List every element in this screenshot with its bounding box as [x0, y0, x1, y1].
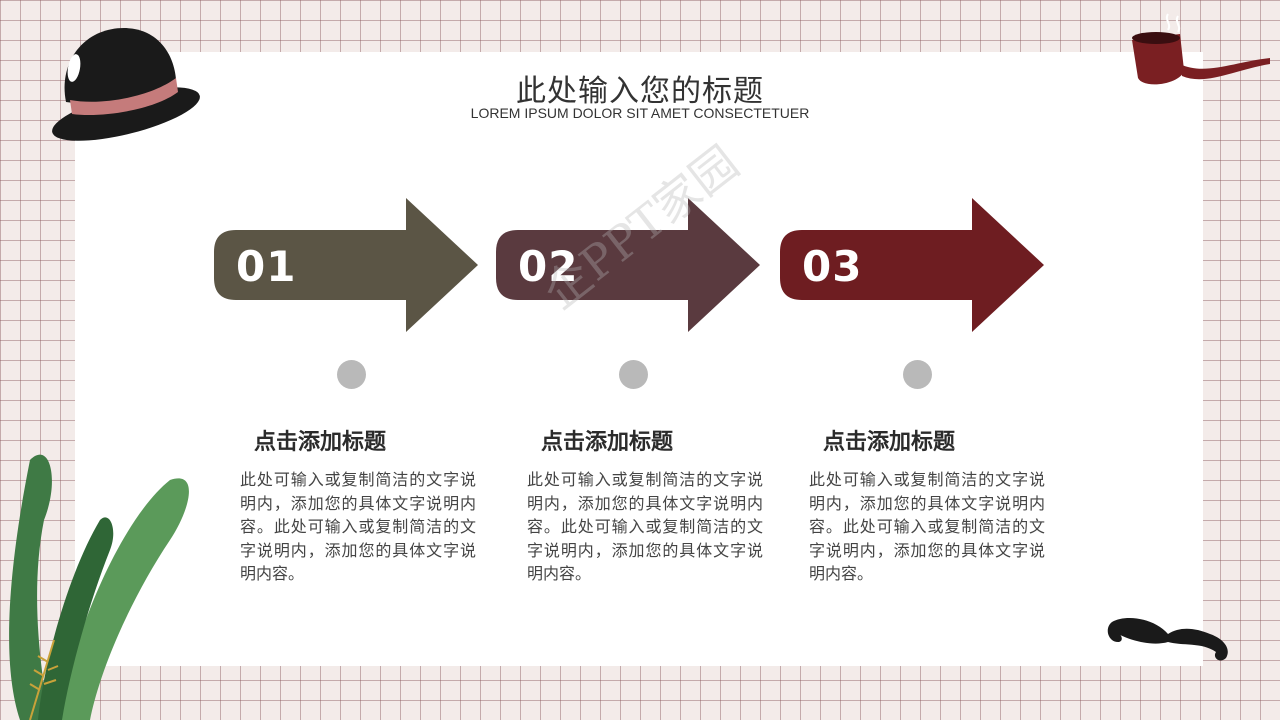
step-2-number: 02	[518, 242, 579, 291]
step-1-heading: 点击添加标题	[254, 430, 387, 455]
step-1-dot	[337, 360, 366, 389]
step-2-arrow: 02	[496, 198, 762, 332]
step-2-description: 此处可输入或复制简洁的文字说明内，添加您的具体文字说明内容。此处可输入或复制简洁…	[527, 470, 763, 583]
step-3-number: 03	[802, 242, 863, 291]
page-subtitle: LOREM IPSUM DOLOR SIT AMET CONSECTETUER	[470, 105, 810, 121]
step-1-arrow: 01	[214, 198, 480, 332]
step-2-dot	[619, 360, 648, 389]
step-2-heading: 点击添加标题	[541, 430, 674, 455]
page-title: 此处输入您的标题	[516, 74, 764, 109]
step-1-number: 01	[236, 242, 297, 291]
leaf-plant-icon	[9, 454, 189, 720]
step-3-heading: 点击添加标题	[823, 430, 956, 455]
step-3-dot	[903, 360, 932, 389]
step-3-description: 此处可输入或复制简洁的文字说明内，添加您的具体文字说明内容。此处可输入或复制简洁…	[809, 470, 1045, 583]
step-1-description: 此处可输入或复制简洁的文字说明内，添加您的具体文字说明内容。此处可输入或复制简洁…	[240, 470, 476, 583]
content-card	[75, 52, 1203, 666]
mustache-icon	[1107, 618, 1228, 661]
smoking-pipe-icon	[1132, 13, 1270, 85]
bowler-hat-icon	[52, 28, 200, 141]
step-3-arrow: 03	[780, 198, 1046, 332]
